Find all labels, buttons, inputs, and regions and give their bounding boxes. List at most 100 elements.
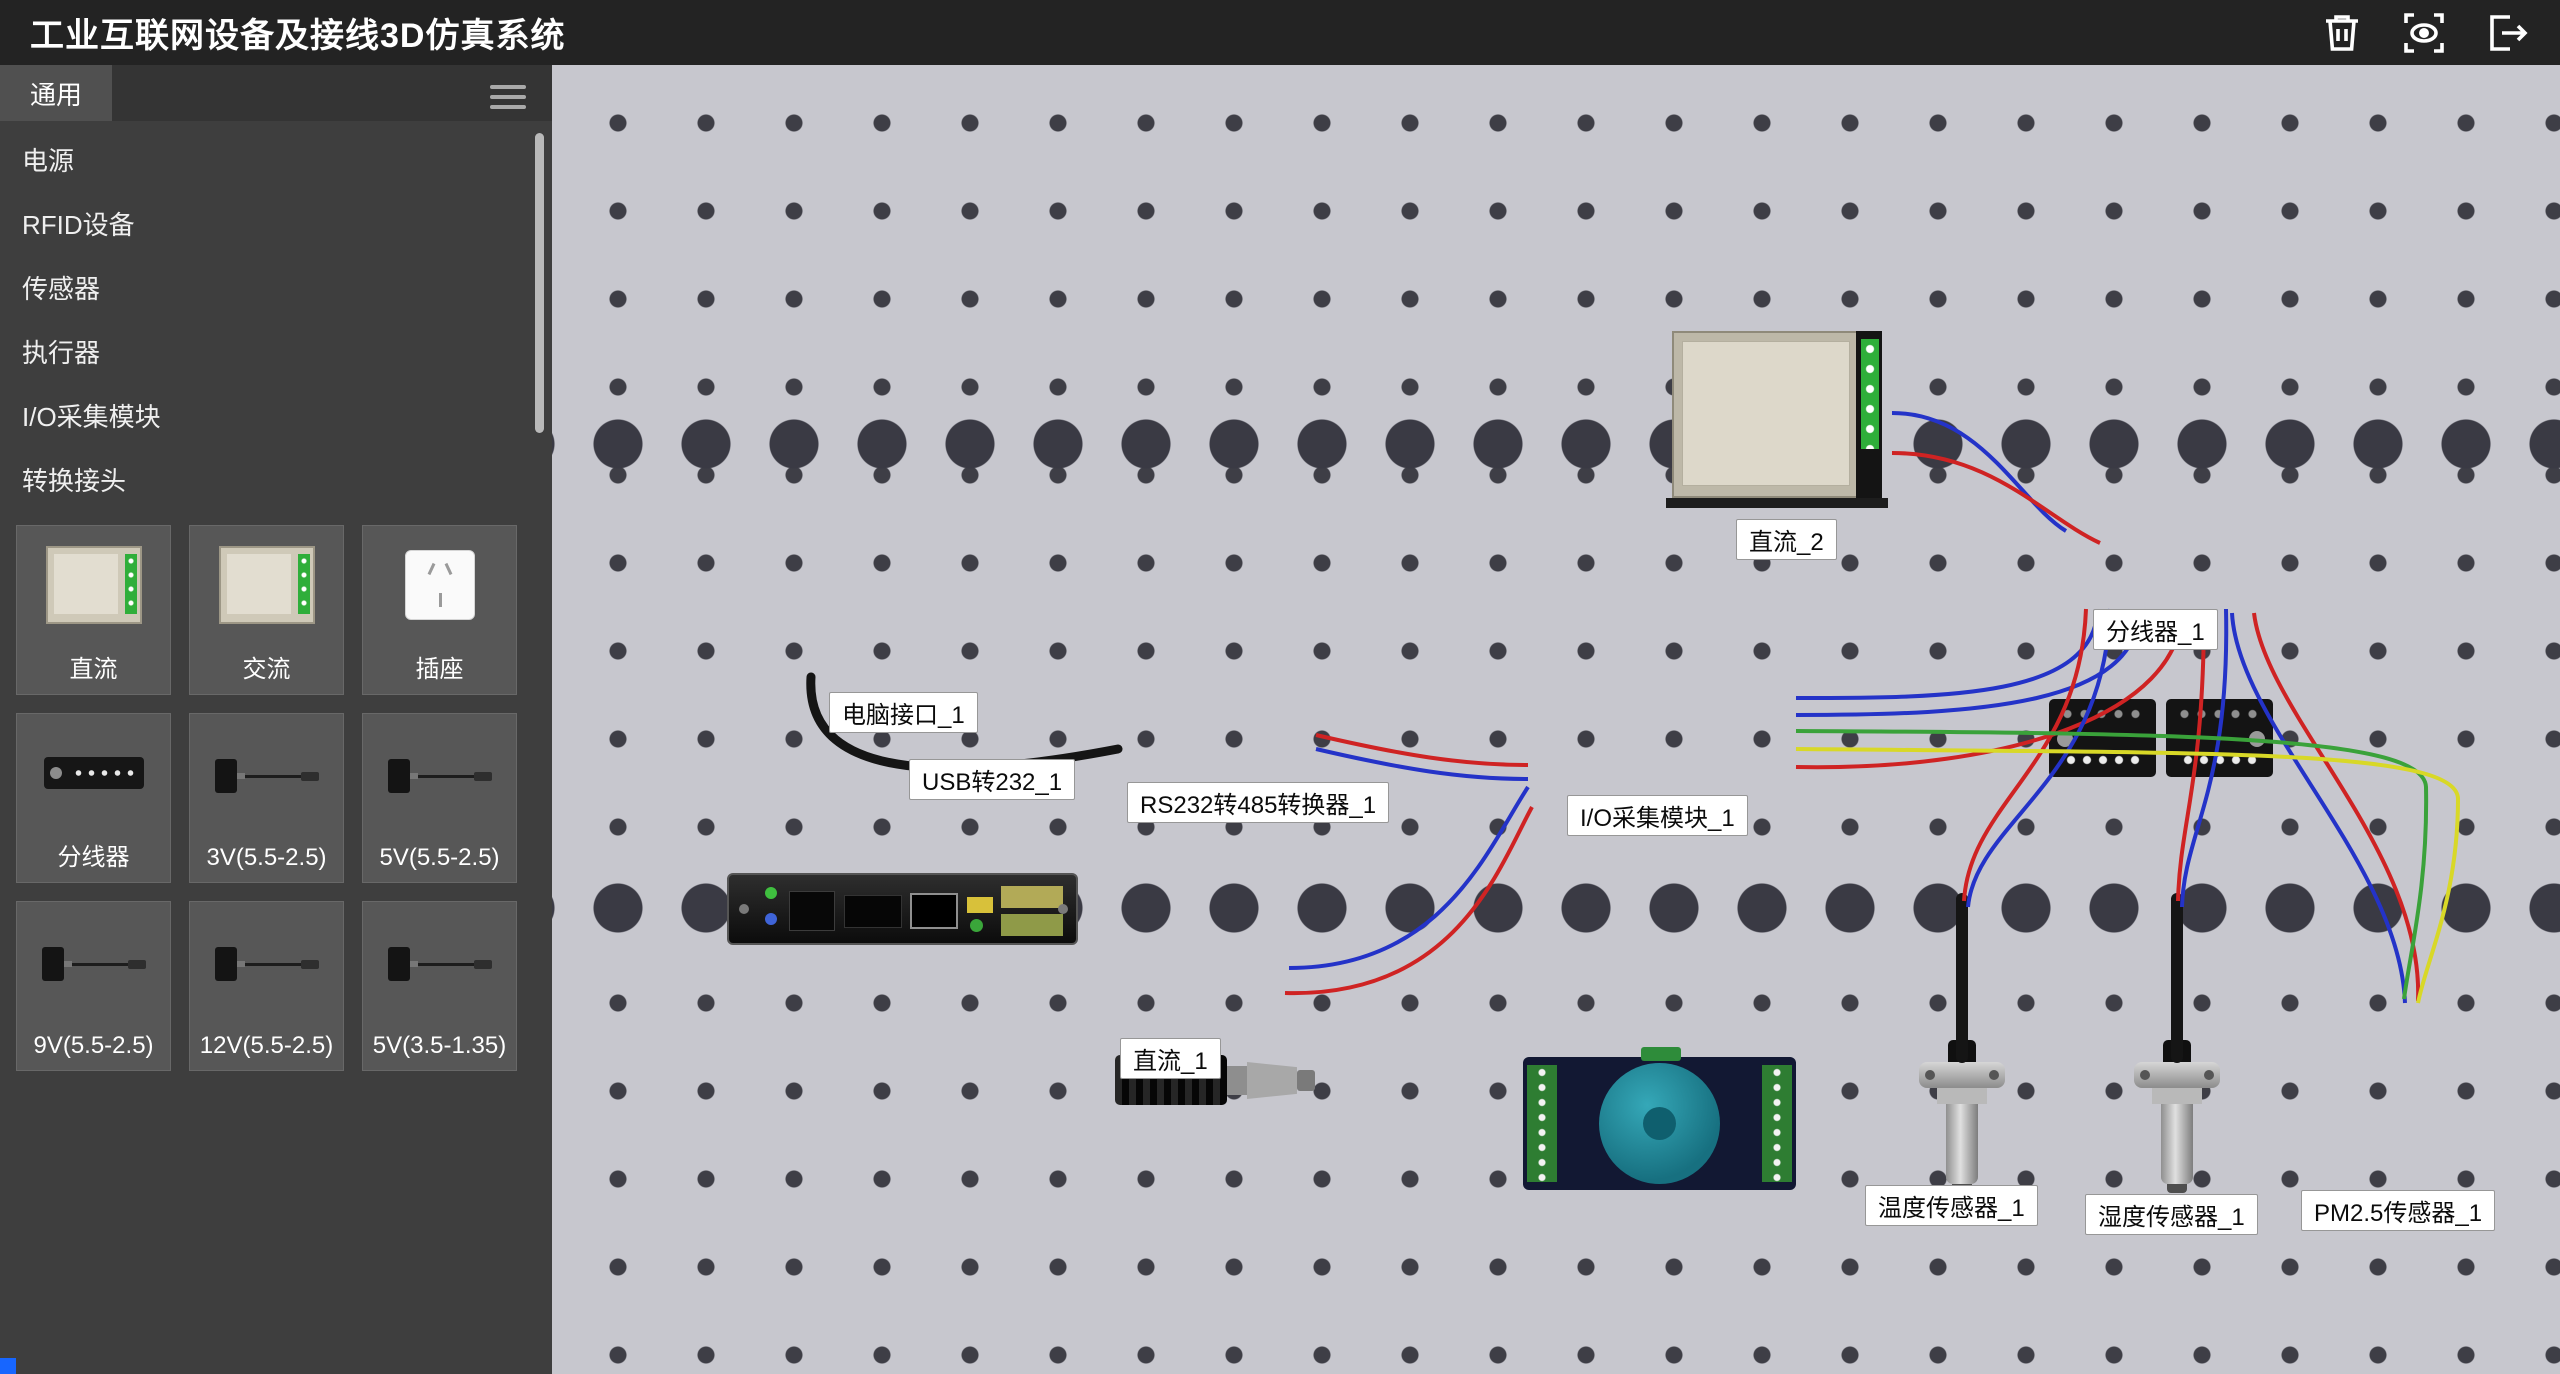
wire-blue[interactable] [1795,609,2100,700]
wire-yellow[interactable] [1795,747,2461,1004]
device-dc-power-2[interactable] [1666,331,1896,508]
wire-blue[interactable] [1891,411,2068,533]
device-label: 温度传感器_1 [1865,1185,2038,1226]
palette-item-label: 插座 [415,656,464,683]
sidebar: 通用 电源 RFID设备 传感器 执行器 I/O采集模块 转换接头 直流 交流 [0,65,552,1374]
wire-blue[interactable] [2180,608,2229,908]
category-list: 电源 RFID设备 传感器 执行器 I/O采集模块 转换接头 [0,121,552,511]
workspace-canvas[interactable]: 直流_2 分线器_1 电脑接口_1 USB转232_1 RS232转485转换器… [552,65,2560,1374]
connector-tip [1297,1070,1315,1091]
palette-item-3v[interactable]: 3V(5.5-2.5) [189,713,344,883]
palette-item-ac[interactable]: 交流 [189,525,344,695]
wire-red[interactable] [1315,733,1529,767]
palette-item-label: 5V(3.5-1.35) [372,1032,507,1059]
device-label: 直流_2 [1736,519,1837,560]
sidebar-item-io-module[interactable]: I/O采集模块 [22,401,161,432]
panel-port-block [789,891,835,931]
panel-sticker [1001,886,1063,908]
wire-blue[interactable] [2230,612,2407,1004]
toolbar [2314,7,2560,59]
io-module-tab [1641,1047,1681,1061]
sidebar-item-adapter[interactable]: 转换接头 [22,465,127,496]
device-label: 电脑接口_1 [829,692,978,733]
palette-item-label: 9V(5.5-2.5) [33,1032,154,1059]
device-label: 分线器_1 [2093,609,2218,650]
socket-thumbnail [363,526,516,643]
panel-ps2-green-port [765,887,777,899]
psu-terminal-strip [1861,339,1879,449]
io-terminal-strip-right [1762,1065,1792,1182]
device-label: I/O采集模块_1 [1567,795,1748,836]
pegboard-rail-top [552,416,2560,472]
tab-general[interactable]: 通用 [0,65,113,121]
palette-item-label: 3V(5.5-2.5) [206,844,327,871]
device-humidity-sensor-1[interactable] [2132,1040,2222,1193]
converter-neck [1227,1066,1247,1095]
page-title: 工业互联网设备及接线3D仿真系统 [30,17,566,55]
palette-item-5v-small[interactable]: 5V(3.5-1.35) [362,901,517,1071]
sensor-flange [2134,1062,2220,1088]
adapter-thumbnail [17,902,170,1026]
sidebar-item-power[interactable]: 电源 [22,145,75,176]
adapter-thumbnail [190,902,343,1026]
corner-accent [0,1358,16,1374]
sensor-probe-body [1946,1104,1978,1184]
adapter-thumbnail [363,902,516,1026]
preview-icon[interactable] [2396,7,2452,59]
panel-screw [1058,904,1068,914]
component-palette: 直流 交流 插座 分线器 3V(5.5-2.5) [0,511,552,1085]
wire-red[interactable] [2176,608,2206,902]
hamburger-icon[interactable] [490,79,526,115]
sidebar-item-actuator[interactable]: 执行器 [22,337,101,368]
device-label: 直流_1 [1120,1038,1221,1079]
palette-item-5v[interactable]: 5V(5.5-2.5) [362,713,517,883]
db9-connector [1247,1062,1297,1099]
device-temperature-sensor-1[interactable] [1917,1040,2007,1193]
sidebar-scrollbar[interactable] [535,133,544,433]
device-io-module-1[interactable] [1523,1047,1796,1190]
wire-blue[interactable] [1315,747,1529,781]
device-pc-interface-1[interactable] [727,873,1078,945]
sidebar-tab-row: 通用 [0,65,552,121]
palette-item-9v[interactable]: 9V(5.5-2.5) [16,901,171,1071]
palette-item-label: 分线器 [57,844,130,871]
adapter-thumbnail [363,714,516,838]
palette-item-12v[interactable]: 12V(5.5-2.5) [189,901,344,1071]
psu-base [1666,498,1888,508]
sensor-probe-tip [2167,1184,2187,1193]
wire-blue[interactable] [1966,608,2112,908]
palette-item-socket[interactable]: 插座 [362,525,517,695]
wire-green[interactable] [1795,729,2429,1000]
palette-item-dc[interactable]: 直流 [16,525,171,695]
palette-item-splitter[interactable]: 分线器 [16,713,171,883]
palette-item-label: 交流 [242,656,291,683]
export-icon[interactable] [2478,7,2534,59]
panel-audio-jack-yellow [967,897,993,913]
panel-usb-block [910,893,958,929]
device-label: 湿度传感器_1 [2085,1194,2258,1235]
adapter-thumbnail [190,714,343,838]
palette-item-label: 直流 [69,656,118,683]
psu-face [1682,341,1850,486]
panel-audio-jack-green [970,919,983,932]
device-label: PM2.5传感器_1 [2301,1190,2496,1231]
wire-red[interactable] [1284,806,1534,996]
panel-ps2-blue-port [765,913,777,925]
wire-red[interactable] [1891,451,2101,545]
panel-sticker [1001,914,1063,936]
io-module-disc [1599,1063,1720,1184]
trash-icon[interactable] [2314,7,2370,59]
wire-blue[interactable] [1288,785,1530,970]
palette-item-label: 12V(5.5-2.5) [199,1032,334,1059]
panel-port-block [844,895,902,928]
sidebar-item-rfid[interactable]: RFID设备 [22,209,135,240]
ac-power-thumbnail [190,526,343,643]
wire-red[interactable] [1962,608,2088,902]
dc-power-thumbnail [17,526,170,643]
sidebar-item-sensor[interactable]: 传感器 [22,273,101,304]
palette-item-label: 5V(5.5-2.5) [379,844,500,871]
splitter-thumbnail [17,714,170,831]
device-label: USB转232_1 [909,759,1076,800]
top-bar: 工业互联网设备及接线3D仿真系统 [0,0,2560,65]
panel-screw [739,904,749,914]
